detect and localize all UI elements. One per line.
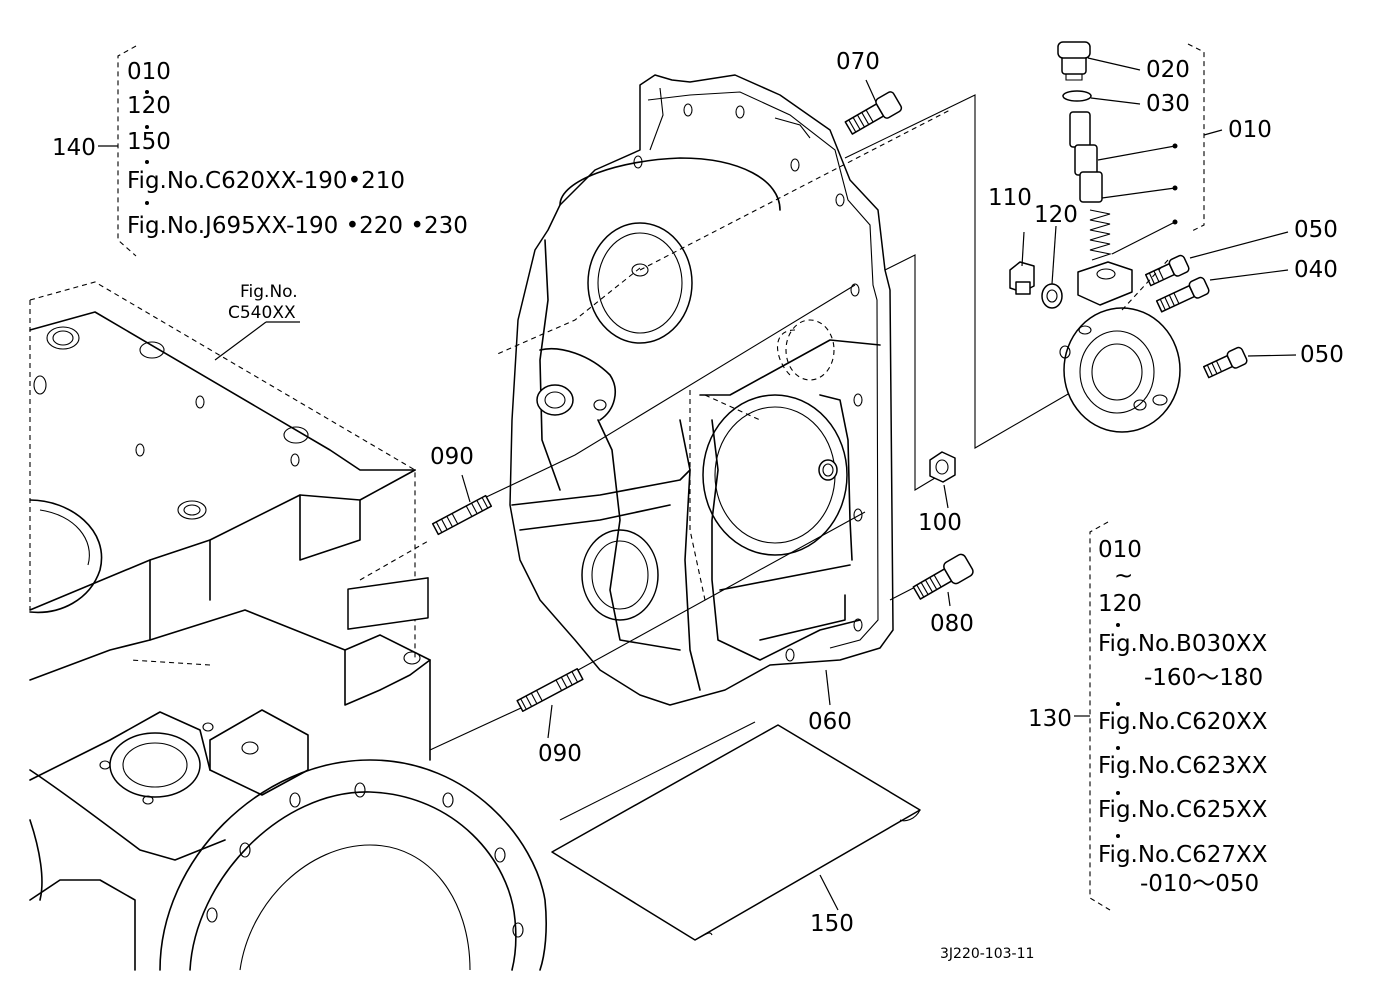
group-130-item-7: Fig.No.C623XX xyxy=(1098,753,1268,779)
callout-labels: 020 030 010 110 120 050 040 050 070 090 … xyxy=(228,49,1344,962)
callout-060: 060 xyxy=(808,709,852,735)
callout-080: 080 xyxy=(930,611,974,637)
assembly-center-lines xyxy=(129,109,951,666)
callout-050-lower: 050 xyxy=(1300,342,1344,368)
group-130-item-1: 010 xyxy=(1098,537,1142,563)
group-130-item-10: -010～050 xyxy=(1140,871,1259,897)
transmission-case-outline xyxy=(29,281,547,971)
group-140-number: 140 xyxy=(52,135,96,161)
group-130-item-8: Fig.No.C625XX xyxy=(1098,797,1268,823)
callout-030: 030 xyxy=(1146,91,1190,117)
callout-120: 120 xyxy=(1034,202,1078,228)
group-140-item-4: Fig.No.C620XX-190•210 xyxy=(127,168,405,194)
group-130-item-2: ~ xyxy=(1114,563,1133,589)
group-140: 140 010 120 150 Fig.No.C620XX-190•210 Fi… xyxy=(52,45,468,257)
callout-090-lower: 090 xyxy=(538,741,582,767)
callout-050-upper: 050 xyxy=(1294,217,1338,243)
callout-090-upper: 090 xyxy=(430,444,474,470)
nut-100 xyxy=(929,451,956,483)
diagram-id: 3J220-103-11 xyxy=(940,946,1034,962)
main-cover-060 xyxy=(509,74,894,706)
group-140-item-5: Fig.No.J695XX-190 •220 •230 xyxy=(127,213,468,239)
callout-070: 070 xyxy=(836,49,880,75)
callout-150: 150 xyxy=(810,911,854,937)
valve-assembly-010 xyxy=(1009,41,1248,433)
group-130-item-4: Fig.No.B030XX xyxy=(1098,631,1267,657)
ref-label-line2: C540XX xyxy=(228,303,296,323)
callout-100: 100 xyxy=(918,510,962,536)
group-130-item-6: Fig.No.C620XX xyxy=(1098,709,1268,735)
assembly-guide-lines xyxy=(429,94,1076,821)
group-130: 130 010 ~ 120 Fig.No.B030XX -160～180 Fig… xyxy=(1028,521,1268,911)
gasket-150 xyxy=(551,724,921,941)
group-130-item-5: -160～180 xyxy=(1144,665,1263,691)
callout-040: 040 xyxy=(1294,257,1338,283)
stud-090-lower xyxy=(516,667,584,713)
bolt-080 xyxy=(912,553,974,600)
group-130-item-9: Fig.No.C627XX xyxy=(1098,842,1268,868)
group-140-item-2: 120 xyxy=(127,93,171,119)
bolt-070 xyxy=(844,91,903,135)
callout-010: 010 xyxy=(1228,117,1272,143)
stud-090-upper xyxy=(431,494,493,536)
group-130-item-3: 120 xyxy=(1098,591,1142,617)
leader-lines xyxy=(214,57,1297,911)
group-140-item-1: 010 xyxy=(127,59,171,85)
callout-110: 110 xyxy=(988,185,1032,211)
group-140-item-3: 150 xyxy=(127,129,171,155)
callout-020: 020 xyxy=(1146,57,1190,83)
ref-label-line1: Fig.No. xyxy=(240,282,298,302)
group-130-number: 130 xyxy=(1028,706,1072,732)
